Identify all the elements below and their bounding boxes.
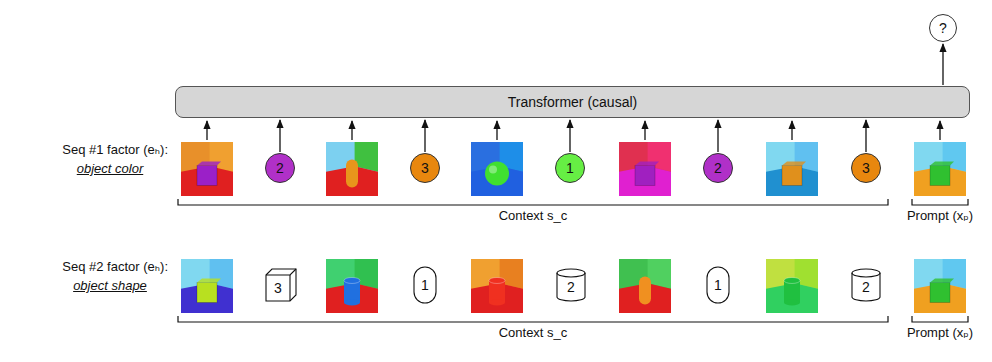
- connector-arrow: [865, 120, 866, 152]
- token-value: 2: [862, 279, 870, 295]
- scene-image: [471, 142, 523, 196]
- shape-token: 1: [706, 266, 730, 304]
- token-value: 3: [421, 160, 429, 176]
- color-token: 3: [851, 153, 881, 183]
- token-value: 1: [714, 277, 722, 293]
- token-value: 1: [421, 277, 429, 293]
- token-value: 1: [566, 160, 574, 176]
- token-value: 2: [276, 160, 284, 176]
- token-value: 2: [714, 160, 722, 176]
- brackets: [178, 199, 968, 322]
- connector-arrow: [424, 120, 425, 152]
- color-token: 2: [703, 153, 733, 183]
- shape-token: 2: [556, 268, 586, 302]
- scene-image: [619, 142, 671, 196]
- scene-image: [914, 142, 966, 196]
- scene-image: [914, 259, 966, 313]
- shape-token: 3: [265, 268, 297, 302]
- bracket-label: Context s_c: [499, 208, 568, 223]
- output-circle: ?: [929, 14, 957, 42]
- bracket-label: Prompt (xₚ): [907, 325, 973, 340]
- scene-image: [326, 259, 378, 313]
- factor-name: object color: [77, 161, 143, 176]
- scene-image: [766, 142, 818, 196]
- connector-arrow: [717, 120, 718, 152]
- scene-image: [766, 259, 818, 313]
- scene-image: [326, 142, 378, 196]
- connector-arrow: [942, 44, 943, 85]
- scene-image: [471, 259, 523, 313]
- scene-image: [181, 142, 233, 196]
- token-value: 3: [862, 160, 870, 176]
- color-token: 3: [410, 153, 440, 183]
- token-value: ?: [939, 20, 947, 36]
- model-label: Transformer (causal): [508, 94, 637, 110]
- connector-arrow: [279, 120, 280, 152]
- scene-image: [619, 259, 671, 313]
- connector-arrow: [569, 120, 570, 152]
- bracket-label: Prompt (xₚ): [907, 208, 973, 223]
- color-token: 1: [555, 153, 585, 183]
- shape-token: 2: [851, 268, 881, 302]
- scene-images: [181, 142, 966, 313]
- row-title: Seq #2 factor (eₕ):: [62, 259, 168, 274]
- color-token: 2: [265, 153, 295, 183]
- shape-token: 1: [413, 266, 437, 304]
- bracket-label: Context s_c: [499, 325, 568, 340]
- transformer-box: Transformer (causal): [175, 86, 970, 118]
- token-value: 3: [274, 280, 282, 296]
- image-arrows: [207, 121, 940, 140]
- token-value: 2: [567, 279, 575, 295]
- factor-name: object shape: [73, 278, 147, 293]
- row-title: Seq #1 factor (eₕ):: [62, 142, 168, 157]
- scene-image: [181, 259, 233, 313]
